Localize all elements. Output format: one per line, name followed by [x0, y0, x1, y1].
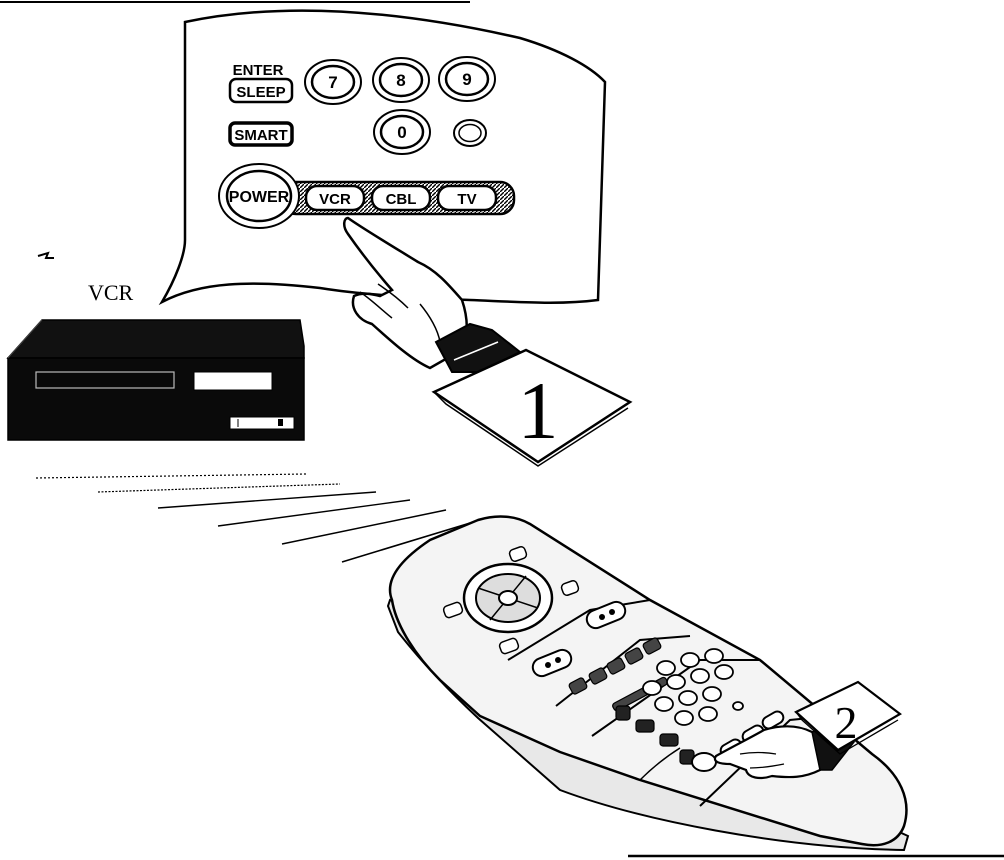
smart-label: SMART — [234, 127, 287, 144]
power-label: POWER — [229, 189, 290, 206]
ir-signal-lines — [36, 474, 480, 562]
step-2-number: 2 — [835, 697, 858, 748]
digit-label: 9 — [462, 70, 471, 89]
power-button[interactable]: POWER — [219, 164, 299, 228]
blank-round-button[interactable] — [454, 120, 486, 146]
digit-label: 8 — [396, 71, 405, 90]
cbl-mode-button[interactable]: CBL — [372, 186, 430, 210]
digit-label: 0 — [397, 123, 406, 142]
vcr-device — [8, 320, 304, 440]
digit-button-0[interactable]: 0 — [374, 110, 430, 154]
enter-label: ENTER — [233, 62, 284, 79]
mode-label: TV — [457, 191, 476, 208]
tiny-mark — [38, 253, 54, 258]
sleep-label: SLEEP — [236, 84, 285, 101]
sleep-button[interactable]: SLEEP — [230, 79, 292, 102]
vcr-tape-slot — [36, 372, 174, 388]
vcr-mode-button[interactable]: VCR — [306, 186, 364, 210]
digit-button-9[interactable]: 9 — [439, 57, 495, 101]
digit-label: 7 — [328, 73, 337, 92]
vcr-display — [194, 372, 272, 390]
vcr-control-strip — [230, 417, 294, 429]
navigation-ring[interactable] — [464, 564, 552, 632]
remote-control — [388, 517, 908, 850]
mode-label: CBL — [386, 191, 417, 208]
digit-button-8[interactable]: 8 — [373, 58, 429, 102]
step-1-number: 1 — [518, 365, 559, 456]
smart-button[interactable]: SMART — [230, 123, 292, 145]
mode-label: VCR — [319, 191, 351, 208]
tv-mode-button[interactable]: TV — [438, 186, 496, 210]
digit-button-7[interactable]: 7 — [305, 60, 361, 104]
vcr-device-label: VCR — [88, 280, 134, 305]
